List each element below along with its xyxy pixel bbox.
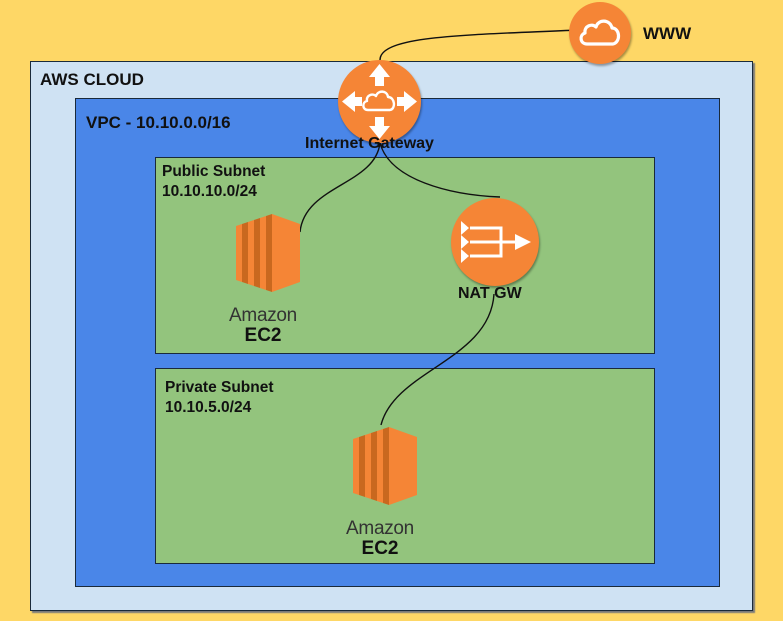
ec2-brand-label: Amazon [346,518,414,539]
public-subnet-cidr: 10.10.10.0/24 [162,183,257,200]
internet-gateway-label: Internet Gateway [305,135,434,152]
ec2-instance-public: Amazon EC2 [208,208,318,346]
www-label: WWW [643,24,692,43]
nat-gateway-icon [451,198,539,286]
private-subnet-label: Private Subnet 10.10.5.0/24 [165,378,274,418]
vpc-label: VPC - 10.10.0.0/16 [86,113,231,132]
public-subnet-label: Public Subnet 10.10.10.0/24 [162,162,265,202]
aws-cloud-label: AWS CLOUD [40,70,144,89]
connector-www-to-igw [379,29,579,61]
internet-gateway-icon [338,60,421,143]
private-subnet-cidr: 10.10.5.0/24 [165,399,252,416]
ec2-brand-label: Amazon [229,305,297,326]
ec2-name-label: EC2 [361,538,399,559]
ec2-icon [353,427,417,505]
nat-gateway-label: NAT GW [458,285,522,302]
ec2-instance-private: Amazon EC2 [325,421,435,559]
ec2-icon [236,214,300,292]
public-subnet-name: Public Subnet [162,163,266,180]
www-cloud-icon [569,2,631,64]
private-subnet-name: Private Subnet [165,379,274,396]
ec2-name-label: EC2 [244,325,282,346]
